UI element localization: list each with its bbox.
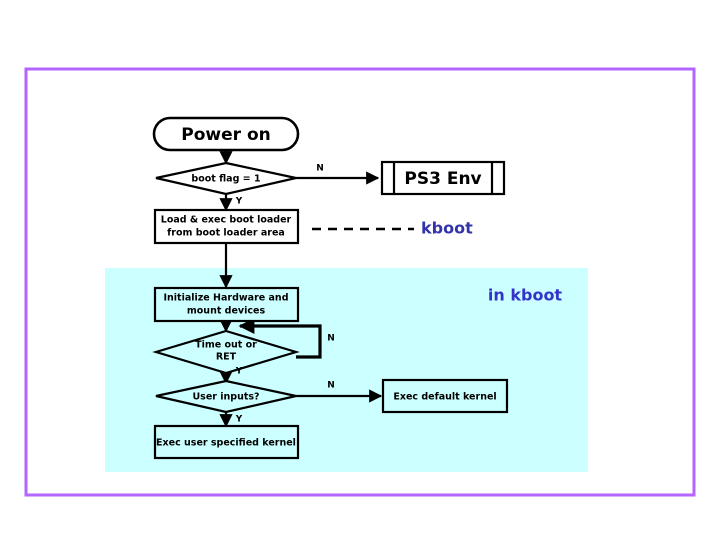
boot-flag-shape [155, 161, 297, 196]
user-inputs-shape [155, 379, 297, 414]
ps3-env-shape [380, 160, 506, 196]
load-exec-label-line2: from boot loader area [167, 228, 285, 239]
load-exec-label-line1: Load & exec boot loader [161, 215, 292, 226]
node-boot-flag-decision[interactable]: boot flag = 1 [155, 161, 297, 196]
user-inputs-label: User inputs? [192, 392, 259, 403]
timeout-ret-label-line2: RET [216, 352, 237, 363]
slide-frame-border [24, 67, 696, 497]
in-kboot-annotation-label: in kboot [488, 286, 563, 305]
exec-user-shape [153, 424, 300, 460]
node-initialize-hardware[interactable]: Initialize Hardware and mount devices [153, 286, 300, 323]
init-hw-shape [153, 286, 300, 323]
kboot-annotation-label: kboot [421, 219, 473, 238]
ps3-env-label: PS3 Env [404, 169, 481, 189]
branch-label-bootflag-yes: Y [235, 197, 243, 207]
branch-label-timeout-yes: Y [235, 367, 243, 377]
node-power-on[interactable]: Power on [152, 116, 300, 152]
branch-label-timeout-no: N [327, 334, 335, 344]
node-timeout-ret-decision[interactable]: Time out or RET [152, 329, 300, 375]
timeout-ret-shape [152, 329, 300, 375]
power-on-shape [152, 116, 300, 152]
node-ps3-env[interactable]: PS3 Env [380, 160, 506, 196]
connector-timeout-no-loopback [238, 318, 322, 359]
branch-label-userinputs-no: N [327, 381, 335, 391]
power-on-label: Power on [181, 125, 270, 145]
exec-default-label: Exec default kernel [393, 392, 496, 403]
boot-flag-label: boot flag = 1 [191, 174, 260, 185]
init-hw-label-line1: Initialize Hardware and [164, 293, 289, 304]
timeout-ret-label-line1: Time out or [195, 340, 257, 351]
load-exec-shape [153, 208, 300, 245]
node-exec-default-kernel[interactable]: Exec default kernel [381, 378, 509, 414]
node-exec-user-kernel[interactable]: Exec user specified kernel [153, 424, 300, 460]
exec-user-label: Exec user specified kernel [156, 438, 296, 449]
init-hw-label-line2: mount devices [187, 306, 266, 317]
branch-label-userinputs-yes: Y [235, 415, 243, 425]
exec-default-shape [381, 378, 509, 414]
branch-label-bootflag-no: N [316, 164, 324, 174]
node-user-inputs-decision[interactable]: User inputs? [155, 379, 297, 414]
node-load-exec-boot-loader[interactable]: Load & exec boot loader from boot loader… [153, 208, 300, 245]
